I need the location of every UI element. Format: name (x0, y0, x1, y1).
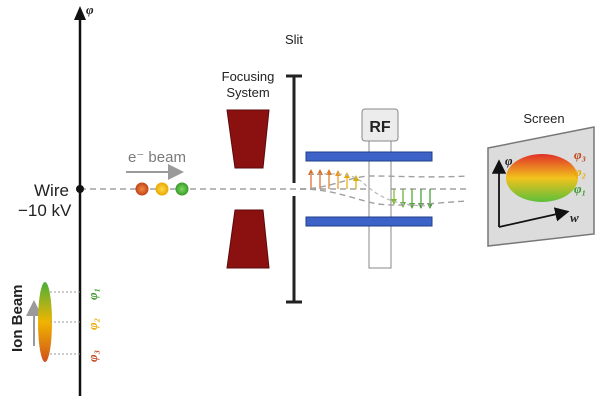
focusing-upper-lens (226, 109, 270, 169)
electron-red (135, 182, 149, 196)
screen-phi1: φ₁ (574, 181, 586, 196)
phi1-label: φ₁ (85, 288, 100, 300)
wire-point (76, 185, 84, 193)
rf-upper-plate (305, 151, 433, 162)
rf-lower-plate (305, 216, 433, 227)
ion-beam-label: Ion Beam (9, 284, 26, 352)
focusing-lower-lens (226, 209, 270, 269)
focusing-label-line2: System (226, 85, 269, 100)
rf-label: RF (369, 119, 391, 136)
focusing-label-line1: Focusing (222, 69, 275, 84)
rf-box (361, 108, 399, 142)
trajectory-up (299, 175, 469, 190)
voltage-label: −10 kV (18, 201, 72, 220)
screen-x-axis (498, 207, 570, 228)
e-beam-label: e⁻ beam (128, 149, 186, 166)
electron-green (175, 182, 189, 196)
screen-beam-spot (506, 154, 578, 202)
wire-label: Wire (34, 181, 69, 200)
trajectory-sine (309, 173, 431, 207)
screen-phi3: φ₃ (574, 147, 586, 162)
screen-y-label: φ (505, 153, 513, 168)
screen-x-label: w (570, 210, 579, 225)
phi-axis-label: φ (86, 2, 94, 17)
phi2-label: φ₂ (85, 318, 100, 330)
phi3-label: φ₃ (85, 350, 100, 362)
phi-axis-arrowhead (74, 6, 86, 20)
screen-phi2: φ₂ (574, 164, 586, 179)
ion-beam-bunch (38, 282, 52, 362)
electron-yellow (155, 182, 169, 196)
slit-label: Slit (285, 32, 303, 47)
screen-label: Screen (523, 111, 564, 126)
